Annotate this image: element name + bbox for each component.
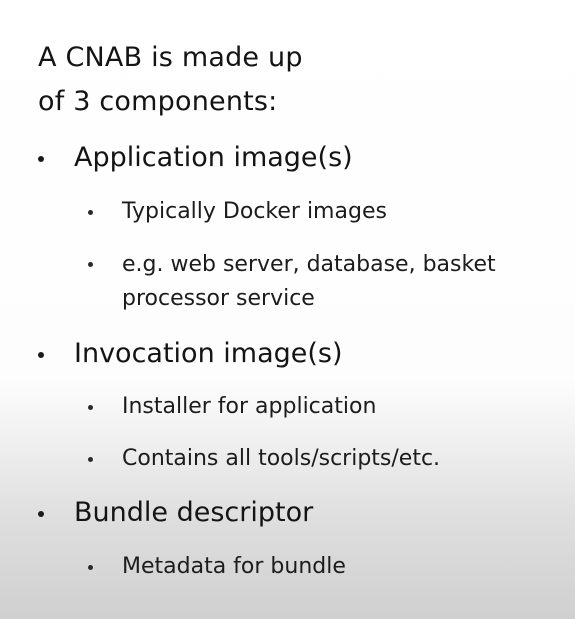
bullet-icon — [38, 511, 44, 517]
bullet-icon — [88, 262, 93, 267]
bullet-icon — [38, 352, 44, 358]
bullet-icon — [88, 457, 93, 462]
component-title: Bundle descriptor — [74, 497, 314, 528]
heading-line-2: of 3 components: — [38, 86, 278, 117]
component-title: Invocation image(s) — [74, 338, 343, 369]
component-detail-text: Typically Docker images — [122, 199, 387, 224]
bullet-icon — [38, 156, 44, 162]
component-title: Application image(s) — [74, 142, 353, 173]
component-detail-text: e.g. web server, database, basket proces… — [122, 252, 496, 311]
heading-line-1: A CNAB is made up — [38, 42, 303, 73]
component-detail-text: Installer for application — [122, 394, 377, 419]
bullet-icon — [88, 405, 93, 410]
slide-heading: A CNAB is made up of 3 components: — [38, 36, 303, 124]
bullet-icon — [88, 565, 93, 570]
component-detail-text: Metadata for bundle — [122, 554, 346, 579]
bullet-icon — [88, 210, 93, 215]
component-detail-text: Contains all tools/scripts/etc. — [122, 446, 441, 471]
